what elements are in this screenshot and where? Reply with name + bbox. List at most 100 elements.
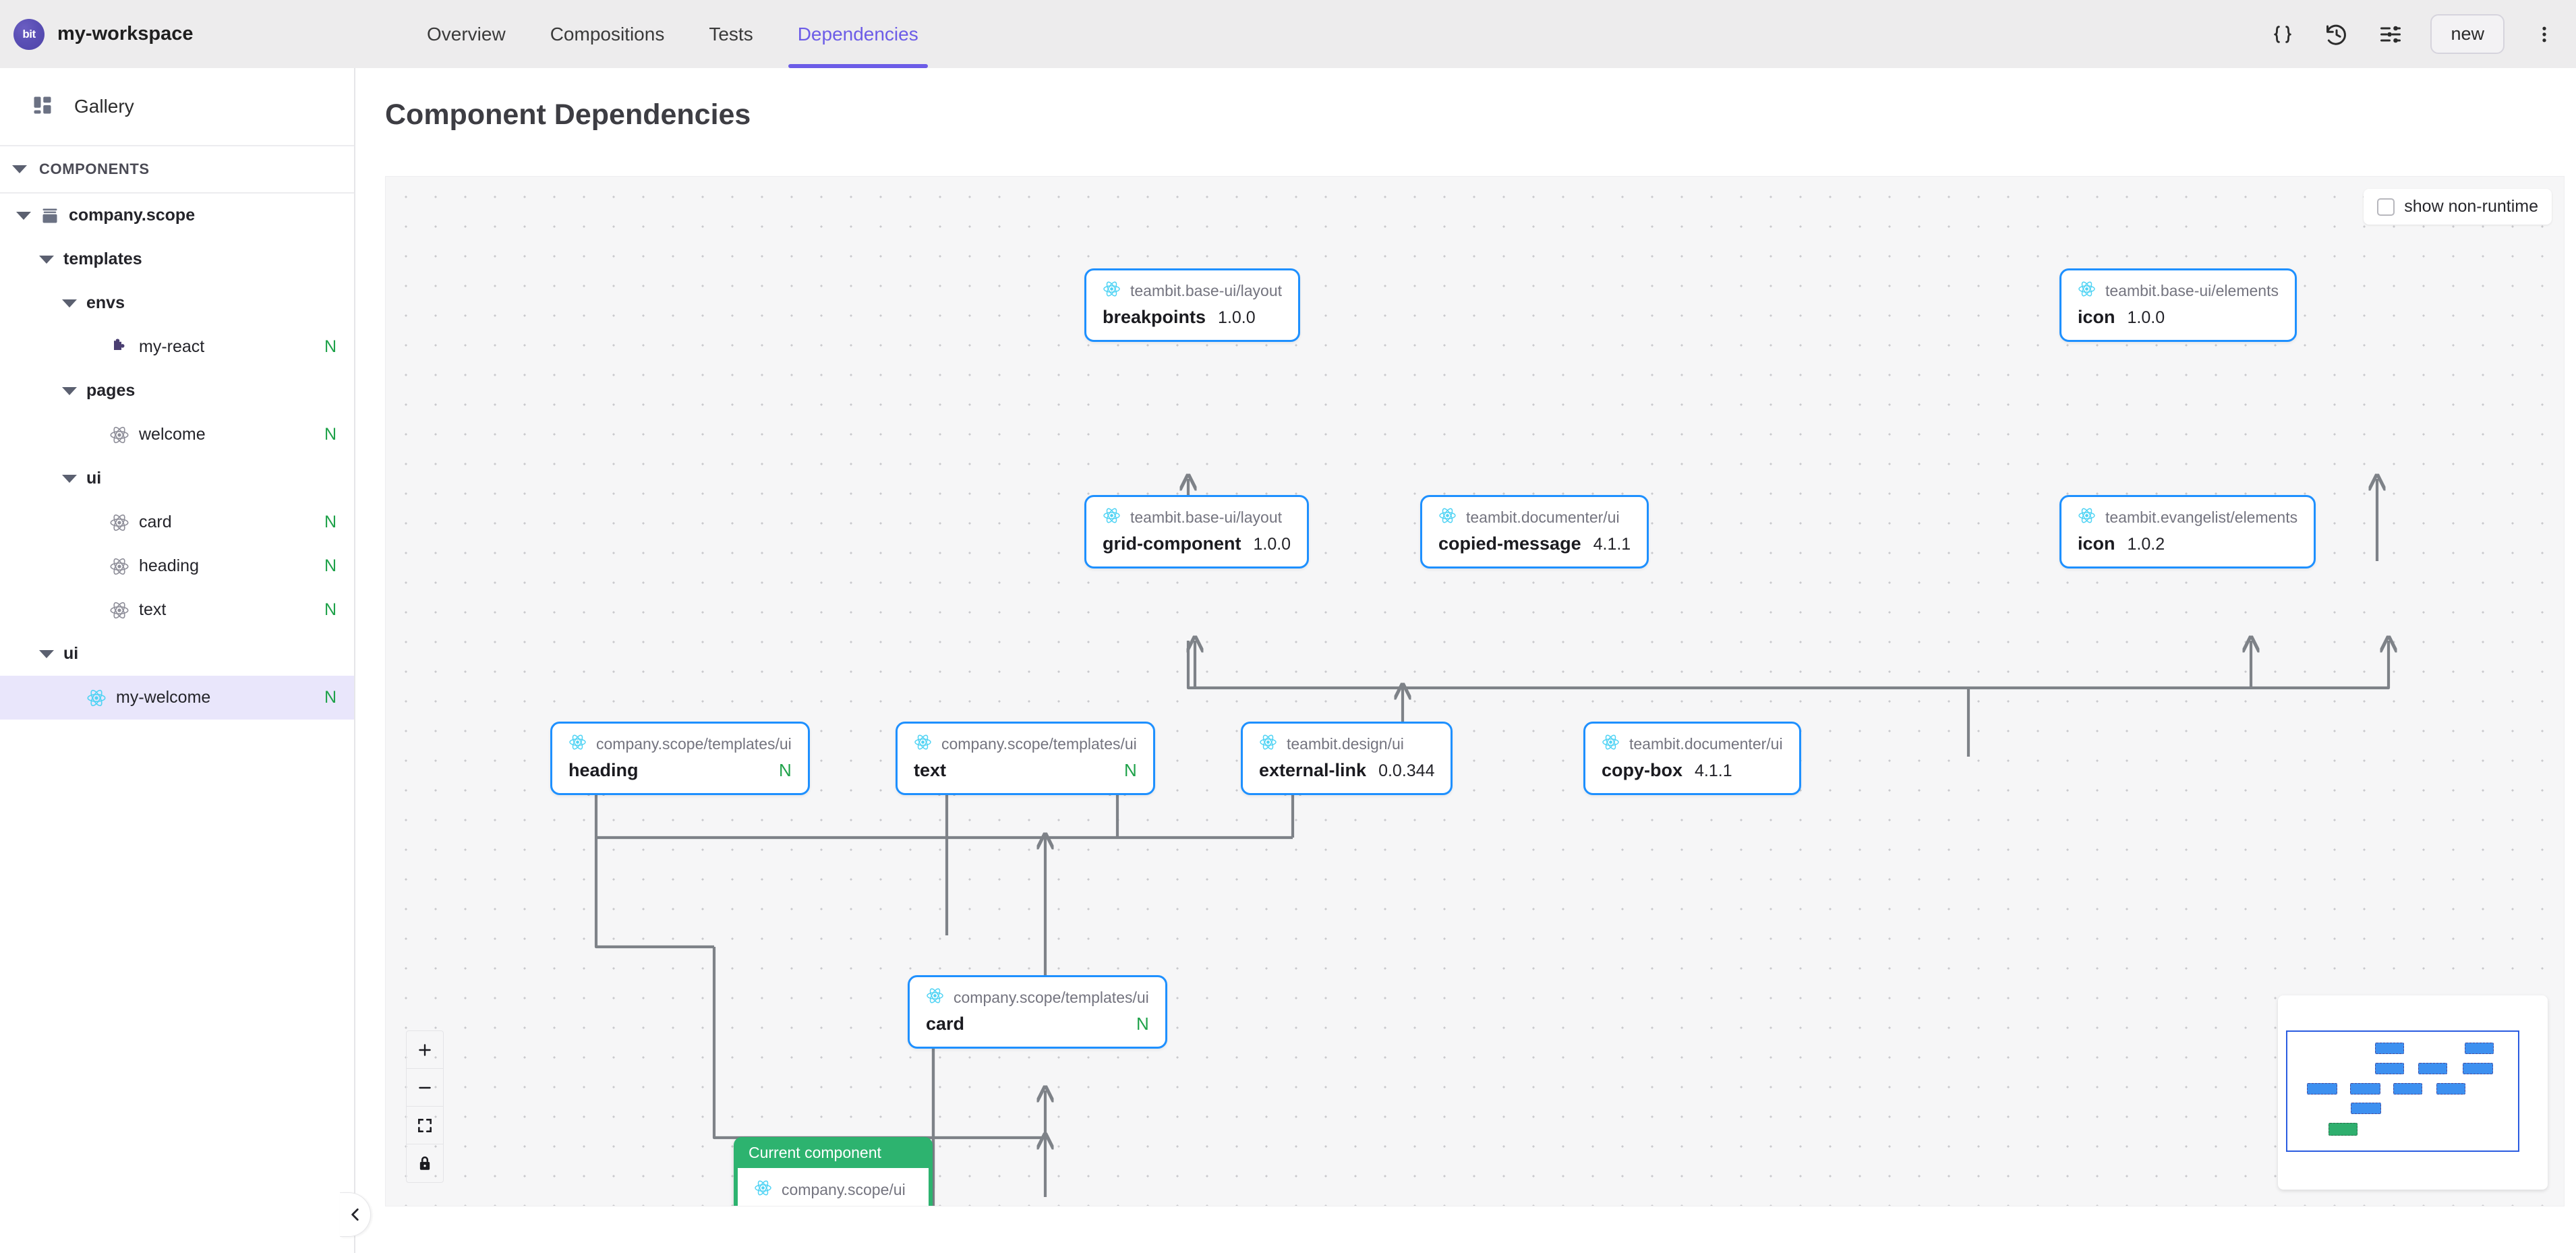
node-version: 4.1.1 <box>1593 535 1631 554</box>
chevron-down-icon <box>12 165 27 173</box>
tab-overview[interactable]: Overview <box>427 0 506 68</box>
node-status-badge: N <box>1112 1014 1149 1035</box>
graph-node-external-link[interactable]: teambit.design/uiexternal-link0.0.344 <box>1241 722 1453 795</box>
chevron-down-icon[interactable] <box>39 650 54 658</box>
node-name-row: copied-message 4.1.1 <box>1438 533 1631 554</box>
sidebar-item-label: envs <box>86 293 125 313</box>
node-status-badge: N <box>755 760 792 781</box>
graph-node-icon[interactable]: teambit.evangelist/elements icon 1.0.2 <box>2059 495 2316 569</box>
node-version: 0.0.344 <box>1378 761 1434 781</box>
node-name-row: icon1.0.0 <box>2078 307 2279 328</box>
tab-compositions[interactable]: Compositions <box>550 0 665 68</box>
node-name: copied-message <box>1438 533 1581 554</box>
tab-tests[interactable]: Tests <box>709 0 753 68</box>
sidebar-item-envs[interactable]: envs <box>0 281 354 325</box>
node-scope: company.scope/templates/ui <box>954 989 1149 1007</box>
chevron-down-icon[interactable] <box>39 256 54 264</box>
tab-dependencies[interactable]: Dependencies <box>798 0 918 68</box>
node-scope: teambit.documenter/ui <box>1629 735 1783 753</box>
node-scope: teambit.evangelist/elements <box>2105 508 2297 527</box>
show-non-runtime-checkbox[interactable]: show non-runtime <box>2364 189 2552 225</box>
node-scope: company.scope/ui <box>782 1181 906 1199</box>
components-section-header[interactable]: COMPONENTS <box>0 146 354 194</box>
node-scope: teambit.base-ui/layout <box>1130 508 1282 527</box>
chevron-down-icon[interactable] <box>62 299 77 308</box>
chevron-down-icon[interactable] <box>62 387 77 395</box>
node-version: 1.0.0 <box>1218 308 1256 328</box>
sidebar-item-ui[interactable]: ui <box>0 632 354 676</box>
sidebar-item-label: ui <box>86 469 101 488</box>
node-scope: teambit.documenter/ui <box>1466 508 1620 527</box>
sidebar-item-label: Gallery <box>74 96 134 117</box>
graph-node-copied-message[interactable]: teambit.documenter/ui copied-message 4.1.1 <box>1420 495 1649 569</box>
lock-icon[interactable] <box>407 1144 443 1182</box>
sidebar-item-label: welcome <box>139 425 206 444</box>
sidebar-item-label: company.scope <box>69 206 195 225</box>
node-name: text <box>914 760 946 781</box>
graph-node-my-welcome[interactable]: Current componentcompany.scope/uimy-welc… <box>734 1137 933 1206</box>
sliders-icon[interactable] <box>2376 20 2405 49</box>
graph-minimap[interactable] <box>2278 995 2548 1190</box>
sidebar-item-pages[interactable]: pages <box>0 369 354 413</box>
node-name: card <box>926 1014 964 1035</box>
node-name-row: copy-box4.1.1 <box>1602 760 1783 781</box>
sidebar-item-label: my-react <box>139 337 204 357</box>
node-scope-row: company.scope/templates/ui <box>926 987 1149 1008</box>
status-badge: N <box>324 425 336 444</box>
more-vertical-icon[interactable] <box>2530 20 2558 49</box>
current-component-label: Current component <box>734 1137 933 1168</box>
new-button[interactable]: new <box>2430 14 2505 54</box>
react-atom-icon <box>2078 280 2096 301</box>
dependency-graph-canvas[interactable]: show non-runtime teambit.base-ui/layout b… <box>385 176 2565 1206</box>
chevron-down-icon[interactable] <box>16 212 31 220</box>
node-body: company.scope/uimy-welcomeN <box>738 1168 929 1206</box>
sidebar-item-heading[interactable]: headingN <box>0 544 354 588</box>
node-status-badge: N <box>1100 760 1137 781</box>
react-atom-icon <box>1438 506 1457 528</box>
sidebar-item-my-welcome[interactable]: my-welcomeN <box>0 676 354 720</box>
zoom-in-button[interactable] <box>407 1031 443 1069</box>
sidebar-item-my-react[interactable]: my-react N <box>0 325 354 369</box>
graph-node-copy-box[interactable]: teambit.documenter/ui copy-box4.1.1 <box>1583 722 1801 795</box>
status-badge: N <box>324 337 336 357</box>
graph-node-card[interactable]: company.scope/templates/ui card N <box>908 975 1167 1049</box>
graph-node-breakpoints[interactable]: teambit.base-ui/layout breakpoints 1.0.0 <box>1084 268 1300 342</box>
workspace-brand[interactable]: bit my-workspace <box>13 19 194 50</box>
node-scope: teambit.base-ui/elements <box>2105 282 2279 300</box>
node-scope-row: teambit.base-ui/elements <box>2078 280 2279 301</box>
node-scope: company.scope/templates/ui <box>596 735 792 753</box>
node-name: breakpoints <box>1103 307 1206 328</box>
chevron-down-icon[interactable] <box>62 475 77 483</box>
sidebar-item-text[interactable]: textN <box>0 588 354 632</box>
sidebar-item-ui[interactable]: ui <box>0 457 354 500</box>
node-version: 1.0.2 <box>2128 535 2165 554</box>
minimap-node <box>2463 1063 2493 1074</box>
node-scope-row: teambit.base-ui/layout <box>1103 506 1291 528</box>
graph-node-grid-component[interactable]: teambit.base-ui/layoutgrid-component1.0.… <box>1084 495 1309 569</box>
status-badge: N <box>324 600 336 620</box>
checkbox-box[interactable] <box>2377 198 2395 216</box>
react-atom-icon <box>109 513 129 533</box>
sidebar-item-card[interactable]: cardN <box>0 500 354 544</box>
fit-view-icon[interactable] <box>407 1107 443 1144</box>
node-name-row: text N <box>914 760 1137 781</box>
sidebar-item-gallery[interactable]: Gallery <box>0 68 354 146</box>
node-scope-row: teambit.design/ui <box>1259 733 1434 755</box>
react-atom-icon <box>926 987 944 1008</box>
history-clock-icon[interactable] <box>2322 20 2351 49</box>
sidebar-item-templates[interactable]: templates <box>0 237 354 281</box>
node-scope-row: teambit.evangelist/elements <box>2078 506 2297 528</box>
graph-zoom-controls <box>406 1030 444 1183</box>
code-braces-icon[interactable] <box>2268 20 2297 49</box>
node-name: icon <box>2078 533 2115 554</box>
node-scope-row: teambit.base-ui/layout <box>1103 280 1282 301</box>
sidebar-item-company-scope[interactable]: company.scope <box>0 194 354 237</box>
graph-node-text[interactable]: company.scope/templates/uitextN <box>896 722 1155 795</box>
sidebar-item-label: pages <box>86 381 135 401</box>
minimap-node <box>2418 1063 2447 1074</box>
graph-node-heading[interactable]: company.scope/templates/uiheadingN <box>550 722 810 795</box>
node-name: grid-component <box>1103 533 1241 554</box>
zoom-out-button[interactable] <box>407 1069 443 1107</box>
sidebar-item-welcome[interactable]: welcome N <box>0 413 354 457</box>
graph-node-icon[interactable]: teambit.base-ui/elements icon1.0.0 <box>2059 268 2297 342</box>
